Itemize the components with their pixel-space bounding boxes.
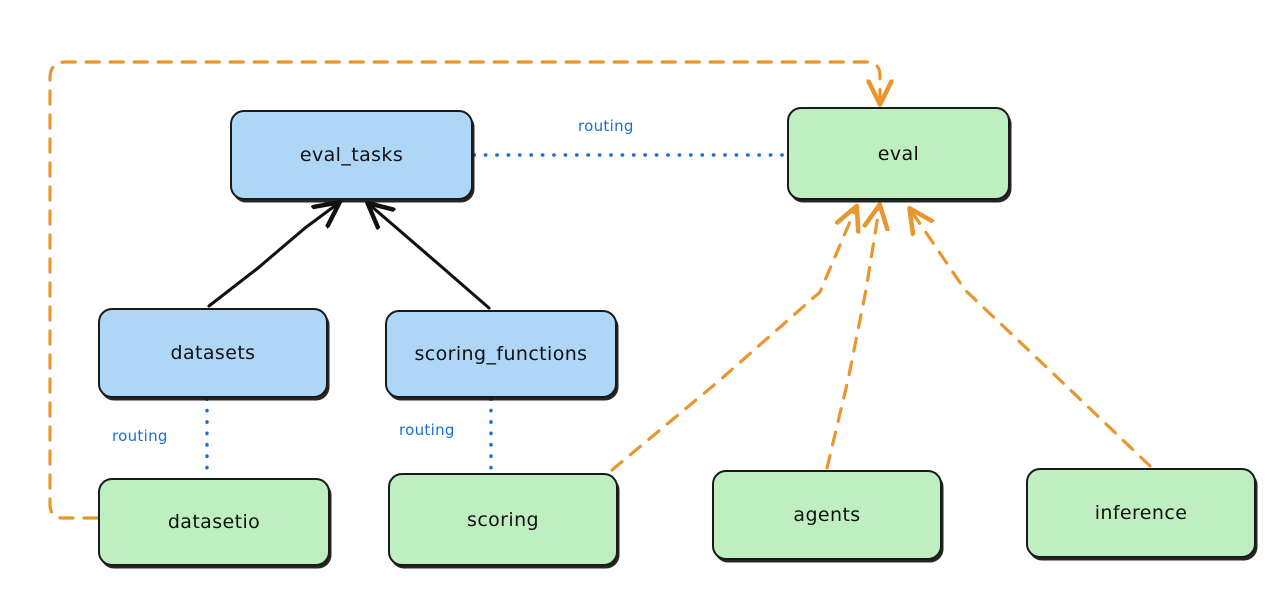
edge-scoring-functions-to-eval-tasks <box>371 206 491 310</box>
node-agents-label: agents <box>793 504 861 526</box>
node-datasets-label: datasets <box>170 342 256 364</box>
edge-agents-to-eval <box>825 209 879 470</box>
edge-scoring-to-eval <box>610 210 855 472</box>
node-scoring[interactable]: scoring <box>388 473 618 566</box>
edge-label-routing-scoring-functions-scoring: routing <box>399 421 455 439</box>
edge-label-routing-datasets-datasetio: routing <box>112 427 168 445</box>
edge-inference-to-eval <box>912 212 1152 468</box>
node-eval-tasks[interactable]: eval_tasks <box>230 110 473 200</box>
node-inference[interactable]: inference <box>1026 468 1256 558</box>
node-inference-label: inference <box>1094 502 1188 524</box>
node-agents[interactable]: agents <box>712 470 942 560</box>
node-eval-label: eval <box>877 142 920 165</box>
node-datasets[interactable]: datasets <box>98 308 328 398</box>
edge-label-routing-eval-tasks-eval: routing <box>578 117 634 135</box>
edge-datasetio-to-eval <box>48 60 880 520</box>
node-scoring-functions-label: scoring_functions <box>414 343 588 365</box>
node-datasetio-label: datasetio <box>167 511 261 533</box>
node-datasetio[interactable]: datasetio <box>98 478 330 566</box>
node-eval[interactable]: eval <box>787 107 1010 200</box>
edge-datasets-to-eval-tasks <box>207 205 336 308</box>
node-eval-tasks-label: eval_tasks <box>299 144 404 166</box>
node-scoring-label: scoring <box>467 508 539 531</box>
node-scoring-functions[interactable]: scoring_functions <box>385 310 617 398</box>
